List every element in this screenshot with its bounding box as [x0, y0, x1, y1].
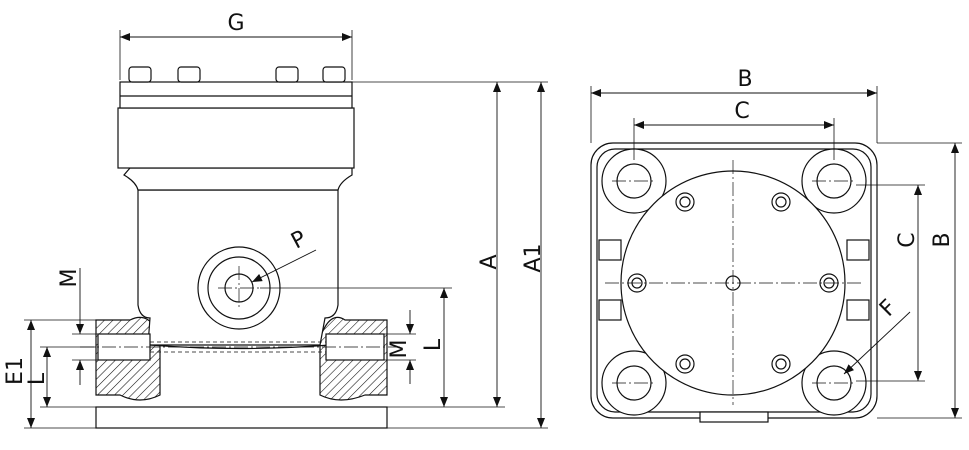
top-dimensions: B C C B F: [590, 67, 962, 419]
rib-left-bottom: [598, 299, 622, 321]
bolt-head-3: [275, 66, 299, 83]
chamber-line: [149, 344, 331, 350]
rib-right-bottom: [846, 299, 870, 321]
side-view: [80, 66, 400, 429]
rib-left-top: [598, 239, 622, 261]
cover: [119, 81, 353, 109]
top-view: [590, 142, 878, 423]
side-dimensions: G A A1 P L M M E1: [3, 11, 548, 429]
screw-1: [675, 192, 695, 212]
label-e1: E1: [3, 357, 28, 385]
label-m-left: M: [57, 269, 82, 288]
label-g: G: [227, 11, 244, 36]
label-f: F: [875, 295, 902, 322]
f-leader: [843, 311, 911, 375]
bolt-head-4: [322, 66, 346, 83]
screw-2: [771, 192, 791, 212]
label-b-side: B: [930, 232, 955, 247]
bolt-head-2: [177, 66, 201, 83]
bottom-tab: [699, 411, 769, 423]
head-cylinder: [117, 107, 355, 169]
label-l-left: L: [25, 372, 50, 385]
label-a1: A1: [521, 243, 546, 272]
p-leader: [251, 249, 317, 283]
label-c-top: C: [734, 99, 749, 124]
neck: [123, 167, 353, 191]
label-l-right: L: [421, 338, 446, 351]
label-a: A: [477, 254, 502, 269]
label-b-top: B: [737, 67, 752, 92]
bolt-head-1: [128, 66, 152, 83]
screw-5: [675, 354, 695, 374]
label-c-side: C: [895, 232, 920, 247]
rib-right-top: [846, 239, 870, 261]
label-m-right: M: [387, 340, 412, 359]
screw-6: [771, 354, 791, 374]
base-plate: [95, 406, 388, 429]
